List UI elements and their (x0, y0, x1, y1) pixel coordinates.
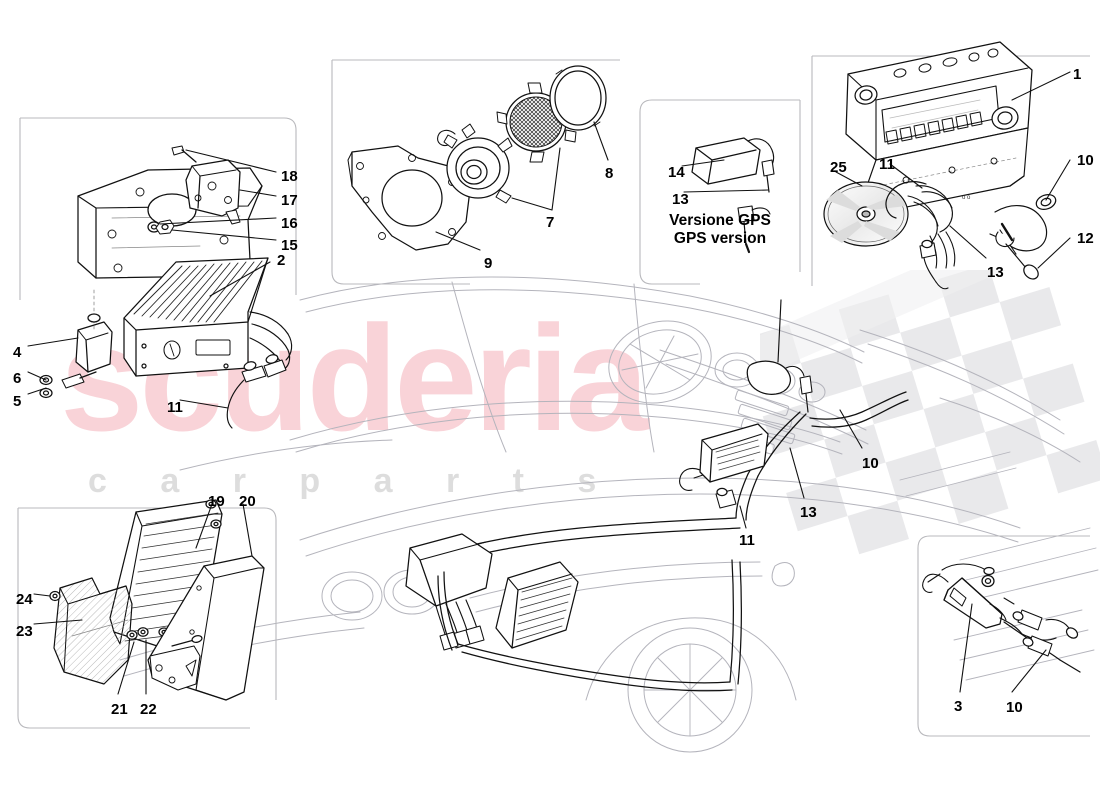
in-car-wiring-routing (405, 299, 909, 692)
leader-lines (27, 71, 1071, 695)
callout-number-11: 11 (167, 399, 183, 416)
callout-number-14: 14 (668, 164, 685, 181)
callout-number-21: 21 (111, 701, 128, 718)
panel-border-amplifier (20, 117, 297, 295)
part-antenna-cable-plug (989, 193, 1057, 280)
callout-number-13: 13 (987, 264, 1004, 281)
callout-number-6: 6 (13, 370, 22, 387)
callout-number-1: 1 (1073, 66, 1082, 83)
part-rear-amplifier-assembly (49, 499, 265, 701)
callout-number-16: 16 (281, 215, 298, 232)
callout-number-13: 13 (800, 504, 817, 521)
callout-number-11: 11 (739, 532, 755, 549)
callout-number-8: 8 (605, 165, 614, 182)
part-radio-wiring-harness (885, 181, 956, 290)
gps-version-note: Versione GPS GPS version (652, 212, 788, 249)
part-cd-disc (823, 181, 909, 247)
callout-number-9: 9 (484, 255, 493, 272)
part-speaker-assembly (347, 65, 607, 251)
callout-number-18: 18 (281, 168, 298, 185)
callout-number-19: 19 (208, 493, 225, 510)
callout-number-10: 10 (1077, 152, 1094, 169)
callout-number-10: 10 (1006, 699, 1023, 716)
callout-number-5: 5 (13, 393, 22, 410)
callout-number-22: 22 (140, 701, 157, 718)
callout-number-3: 3 (954, 698, 963, 715)
callout-number-4: 4 (13, 344, 22, 361)
callout-number-12: 12 (1077, 230, 1094, 247)
callout-number-7: 7 (546, 214, 555, 231)
part-gps-antenna-module (691, 137, 775, 254)
callout-number-25: 25 (830, 159, 847, 176)
part-antenna-assembly (922, 563, 1081, 673)
callout-number-11: 11 (879, 156, 895, 173)
callout-number-13: 13 (672, 191, 689, 208)
callout-number-23: 23 (16, 623, 33, 640)
callout-number-20: 20 (239, 493, 256, 510)
callout-number-24: 24 (16, 591, 33, 608)
callout-number-10: 10 (862, 455, 879, 472)
gps-note-line-english: GPS version (673, 230, 767, 248)
carparts-watermark-text: c a r p a r t s (88, 462, 618, 500)
part-amplifier-bracket (39, 145, 293, 429)
svg-text:o o: o o (962, 195, 971, 201)
callout-number-2: 2 (277, 252, 286, 269)
gps-note-line-italian: Versione GPS (669, 212, 771, 229)
callout-number-17: 17 (281, 192, 298, 209)
callout-number-15: 15 (281, 237, 298, 254)
